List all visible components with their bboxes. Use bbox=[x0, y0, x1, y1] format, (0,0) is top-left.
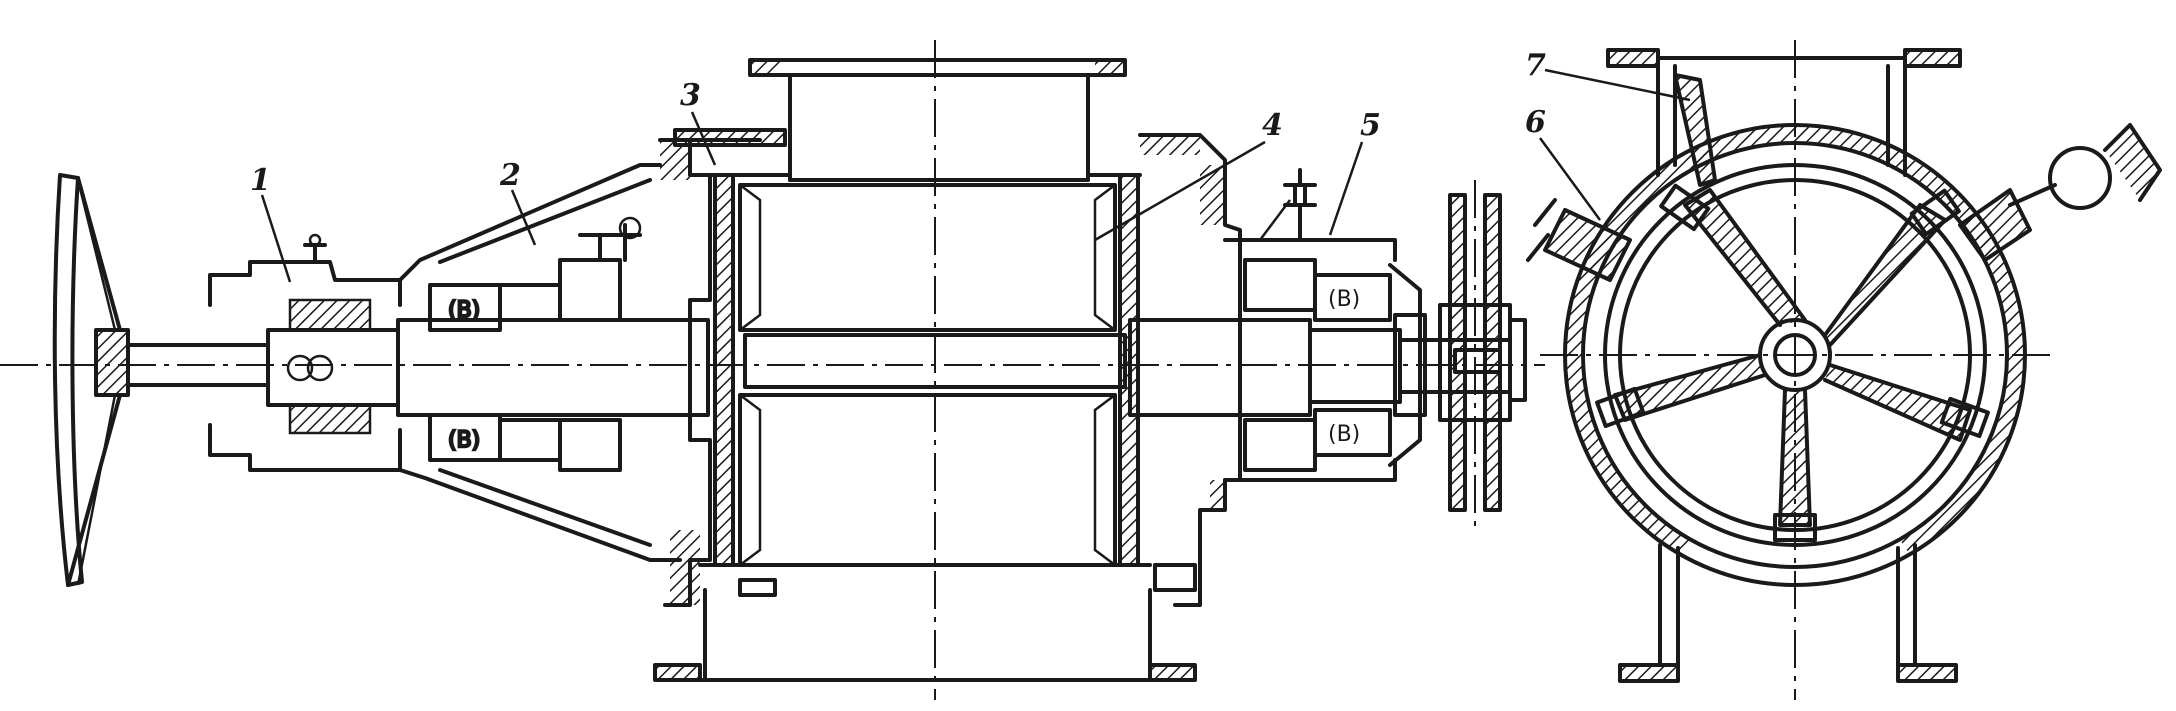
callout-3: 3 bbox=[680, 78, 717, 166]
svg-text:(B): (B) bbox=[448, 428, 480, 453]
main-shaft bbox=[126, 318, 1512, 417]
left-end-plate bbox=[658, 128, 787, 607]
rotor-housing bbox=[653, 58, 1197, 682]
conical-bracket: (B) (B) bbox=[398, 163, 682, 562]
right-sight-port bbox=[1958, 123, 2162, 262]
callout-1: 1 bbox=[250, 163, 292, 283]
svg-text:(B): (B) bbox=[1328, 422, 1360, 447]
rotor-vanes bbox=[1595, 183, 1990, 542]
callout-5: 5 bbox=[1328, 108, 1381, 236]
svg-text:1: 1 bbox=[250, 163, 271, 198]
left-port bbox=[1526, 198, 1632, 282]
callout-2: 2 bbox=[499, 158, 537, 246]
svg-text:5: 5 bbox=[1360, 108, 1381, 143]
svg-text:6: 6 bbox=[1525, 105, 1546, 140]
callouts: 1 2 3 4 5 6 7 bbox=[250, 48, 1691, 283]
svg-text:7: 7 bbox=[1525, 48, 1546, 83]
callout-7: 7 bbox=[1525, 48, 1691, 102]
svg-text:3: 3 bbox=[680, 78, 701, 113]
cross-section bbox=[1526, 40, 2162, 700]
svg-text:(B): (B) bbox=[1328, 287, 1360, 312]
callout-4: 4 bbox=[1094, 108, 1283, 242]
svg-text:2: 2 bbox=[499, 158, 521, 193]
svg-text:4: 4 bbox=[1262, 108, 1283, 143]
callout-6: 6 bbox=[1525, 105, 1602, 221]
svg-text:(B): (B) bbox=[448, 298, 480, 323]
drive-pulley bbox=[1438, 193, 1527, 512]
longitudinal-section: (B) (B) bbox=[0, 40, 1545, 700]
handwheel bbox=[52, 173, 130, 587]
left-bearing-housing bbox=[208, 233, 402, 472]
